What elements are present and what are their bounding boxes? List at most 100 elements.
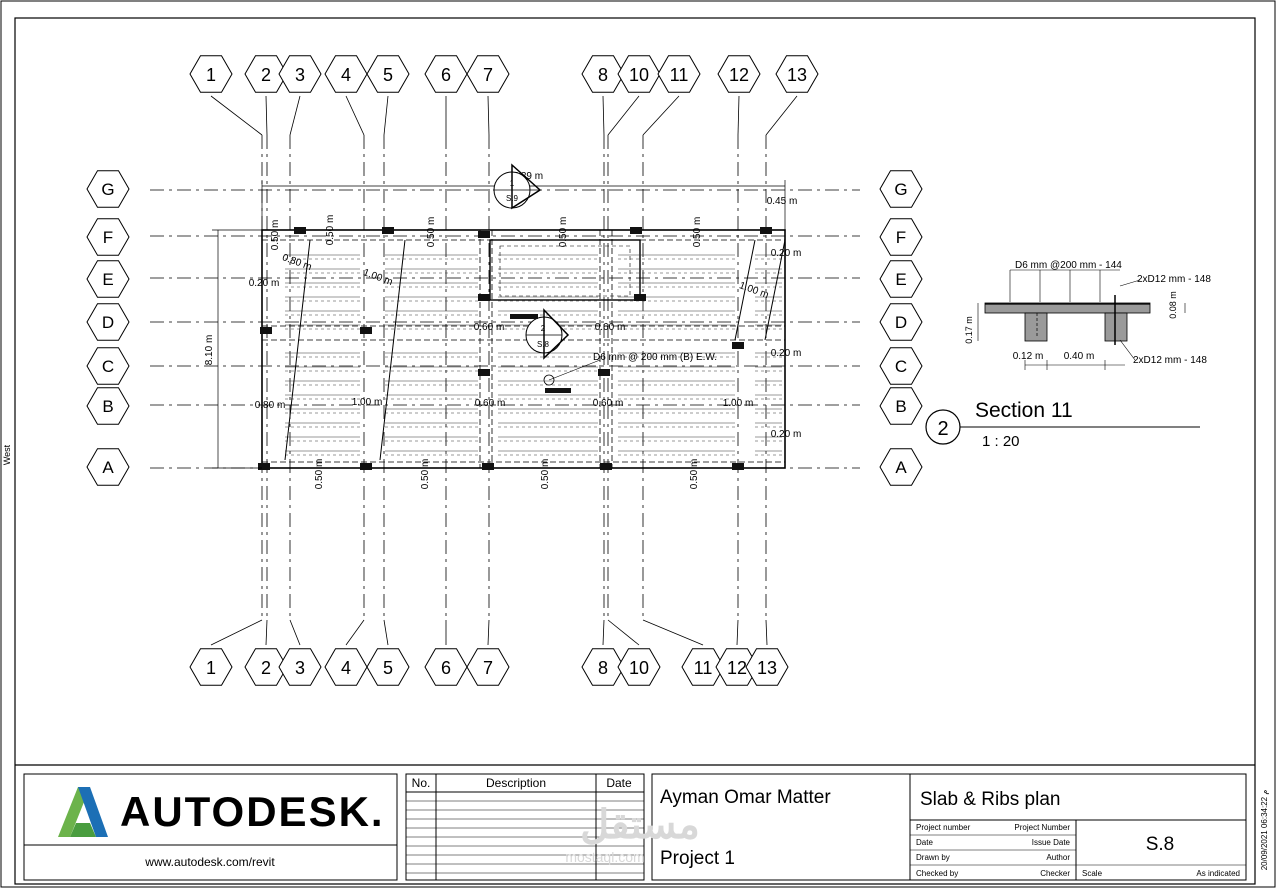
watermark-sub: mostaql.com [565,849,644,865]
checked-by-label: Checked by [916,869,958,878]
date-value: Issue Date [1032,838,1071,847]
slab-plan [261,229,786,469]
grid-bubble-bottom-8: 8 [581,648,625,686]
slab-opening [489,239,641,301]
section-h-017: 0.17 m [964,316,974,344]
section-h-008: 0.08 m [1168,291,1178,319]
dim-overall-height: 8.10 m [204,335,215,366]
grid-label-bottom: 10 [629,658,649,678]
dimension-label: 0.50 m [314,459,325,490]
grid-bubble-left-C: C [86,347,130,385]
grid-bubble-bottom-4: 4 [324,648,368,686]
section-scale: 1 : 20 [982,433,1020,450]
section-marker-1-number: 1 [510,179,515,188]
grid-label-bottom: 3 [295,658,305,678]
scale-value: As indicated [1196,869,1240,878]
grid-label-left: B [102,397,113,416]
project-name: Project 1 [660,848,735,869]
grid-label-left: D [102,313,114,332]
section-w-040: 0.40 m [1064,351,1095,362]
dimension-label: 0.60 m [475,398,506,409]
grid-label-left: E [102,270,113,289]
section-marker-2-sheet: S.8 [537,340,550,349]
dimension-label: 0.50 m [270,220,281,251]
grid-label-bottom: 11 [694,658,713,678]
section-rib-bottom: 2xD12 mm - 148 [1133,355,1207,366]
date-stamp: 20/09/2021 06:34:22 م [1260,790,1269,871]
grid-label-top: 1 [206,65,216,85]
grid-label-top: 4 [341,65,351,85]
title-block [23,773,1247,881]
grid-label-top: 12 [729,65,749,85]
grid-label-top: 3 [295,65,305,85]
grid-bubble-left-D: D [86,303,130,341]
dimension-label: 0.60 m [474,322,505,333]
grid-label-top: 5 [383,65,393,85]
grid-label-bottom: 4 [341,658,351,678]
grid-label-bottom: 6 [441,658,451,678]
grid-label-right: C [895,357,907,376]
grid-label-left: G [101,180,114,199]
dimension-label: 0.20 m [771,429,802,440]
grid-bubble-bottom-2: 2 [244,648,288,686]
section-marker-1-sheet: S.9 [506,194,519,203]
grid-bubble-right-D: D [879,303,923,341]
scale-label: Scale [1082,869,1103,878]
grid-label-right: E [895,270,906,289]
section-title: Section 11 [975,399,1073,422]
section-title-number: 2 [937,418,948,440]
grid-label-right: G [894,180,907,199]
section-marker-2-number: 2 [541,324,546,333]
grid-bubble-left-G: G [86,170,130,208]
section-rib-top: 2xD12 mm - 148 [1137,274,1211,285]
grid-label-top: 2 [261,65,271,85]
grid-bubble-top-13: 13 [775,55,819,93]
watermark: مستقل [580,803,700,847]
grid-bubble-top-3: 3 [278,55,322,93]
grid-bubble-right-F: F [879,218,923,256]
columns [258,227,772,470]
grid-bubble-bottom-12: 12 [715,648,759,686]
dimension-label: 0.60 m [595,322,626,333]
dimension-label: 0.50 m [692,217,703,248]
dimension-label: 0.80 m [255,400,286,411]
grid-label-top: 13 [787,65,807,85]
checked-by-value: Checker [1040,869,1070,878]
dimension-label: 0.50 m [426,217,437,248]
grid-bubble-top-2: 2 [244,55,288,93]
grid-label-bottom: 8 [598,658,608,678]
autodesk-logo-icon [58,787,108,837]
dimension-label: 0.20 m [771,248,802,259]
grid-bubble-top-6: 6 [424,55,468,93]
autodesk-url: www.autodesk.com/revit [144,855,275,869]
section-marker-2: 2 S.8 [510,308,601,393]
grid-bubble-top-10: 10 [617,55,661,93]
dimension-label: 1.00 m [738,280,770,301]
section-marker-1: 1 S.9 [493,163,542,210]
rib-hatching [284,239,786,461]
dimension-label: 0.50 m [540,459,551,490]
grid-label-bottom: 2 [261,658,271,678]
grid-label-top: 10 [629,65,649,85]
grid-label-bottom: 1 [206,658,216,678]
grid-label-left: A [102,458,114,477]
grid-bubble-right-A: A [879,448,923,486]
dimension-label: 0.50 m [420,459,431,490]
drawing-frame [14,17,1256,885]
autodesk-logo-text: AUTODESK. [120,788,385,835]
grid-label-right: F [896,228,906,247]
rebar-note: D6 mm @ 200 mm (B) E.W. [593,352,717,363]
slab-outline [261,229,786,469]
rev-header-description: Description [486,776,546,790]
dimension-label: 1.00 m [723,398,754,409]
owner-name: Ayman Omar Matter [660,787,831,808]
grid-bubble-right-C: C [879,347,923,385]
grid-bubble-right-E: E [879,260,923,298]
grid-bubble-top-11: 11 [657,55,701,93]
rev-header-no: No. [412,776,431,790]
grid-label-top: 7 [483,65,493,85]
dimension-label: 0.45 m [767,196,798,207]
rev-header-date: Date [606,776,632,790]
grid-bubble-top-8: 8 [581,55,625,93]
section-w-012: 0.12 m [1013,351,1044,362]
